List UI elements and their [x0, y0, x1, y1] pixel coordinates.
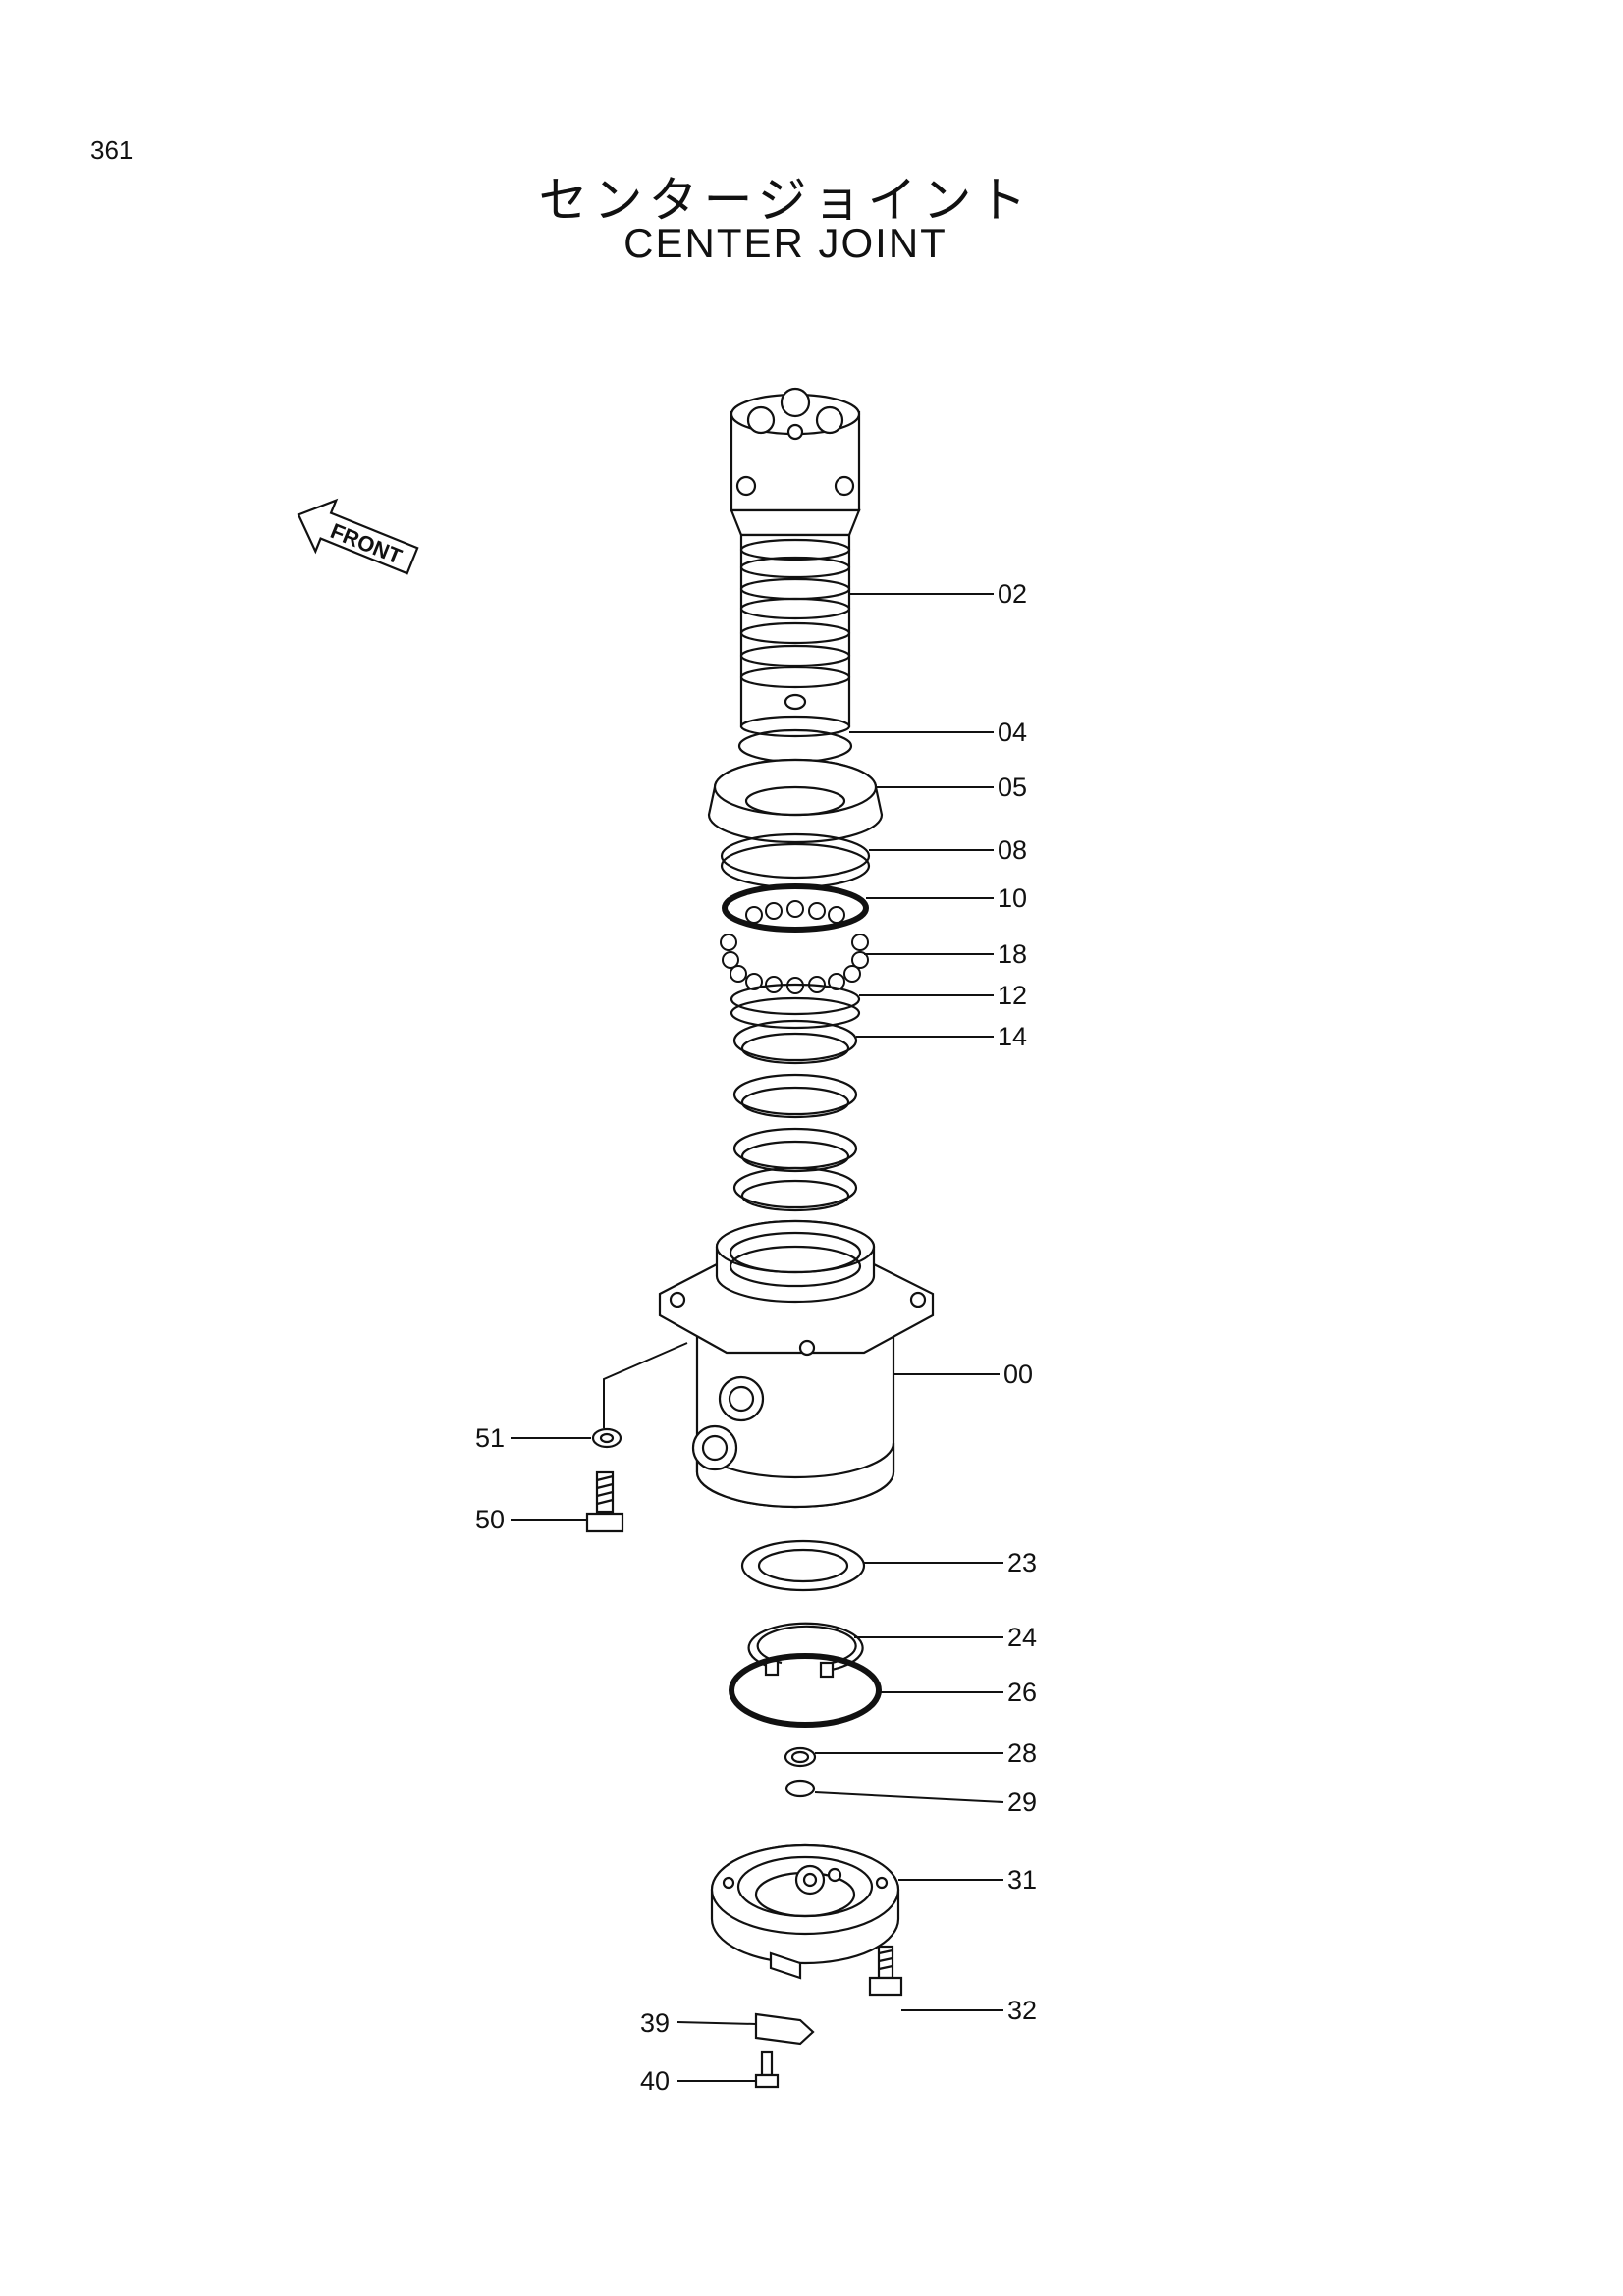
- callout-18: 18: [998, 939, 1027, 969]
- callout-08: 08: [998, 835, 1027, 865]
- callout-29: 29: [1007, 1788, 1037, 1817]
- o-ring-part-29: [784, 1779, 816, 1798]
- callout-26: 26: [1007, 1678, 1037, 1707]
- callout-24: 24: [1007, 1623, 1037, 1652]
- bolt-part-50: [585, 1470, 624, 1533]
- front-arrow-icon: FRONT: [297, 498, 419, 575]
- callout-12: 12: [998, 981, 1027, 1010]
- callout-05: 05: [998, 773, 1027, 802]
- o-ring-part-10: [722, 883, 869, 933]
- callout-10: 10: [998, 883, 1027, 913]
- callout-14: 14: [998, 1022, 1027, 1051]
- steel-balls-part-18: [720, 900, 869, 994]
- snap-ring-part-24: [747, 1622, 864, 1679]
- callout-04: 04: [998, 718, 1027, 747]
- screw-part-40: [754, 2050, 780, 2089]
- title-english: CENTER JOINT: [623, 220, 947, 266]
- callout-39: 39: [640, 2008, 670, 2038]
- callout-labels: 02 04 05 08 10 18 12 14 00 51 50 23 24 2…: [475, 579, 1037, 2096]
- callout-32: 32: [1007, 1996, 1037, 2025]
- callout-28: 28: [1007, 1738, 1037, 1768]
- spindle-part-02: [730, 387, 861, 738]
- plate-part-39: [754, 2012, 815, 2046]
- seal-plate-part-05: [707, 758, 884, 844]
- ring-part-12: [730, 983, 861, 1030]
- seal-part-28: [784, 1746, 817, 1768]
- callout-23: 23: [1007, 1548, 1037, 1577]
- callout-02: 02: [998, 579, 1027, 609]
- front-label: FRONT: [327, 518, 406, 569]
- title-japanese: センタージョイント: [538, 172, 1033, 229]
- leader-lines: [511, 593, 1004, 2082]
- page-number: 361: [90, 135, 134, 165]
- washer-part-51: [591, 1427, 622, 1449]
- bolt-part-32: [868, 1945, 903, 1997]
- cover-part-31: [710, 1843, 900, 1980]
- body-part-00: [658, 1219, 935, 1509]
- callout-50: 50: [475, 1505, 505, 1534]
- callout-40: 40: [640, 2066, 670, 2096]
- callout-00: 00: [1003, 1360, 1033, 1389]
- o-ring-part-26: [729, 1653, 882, 1728]
- seal-rings-part-14: [732, 1019, 858, 1212]
- callout-31: 31: [1007, 1865, 1037, 1895]
- callout-51: 51: [475, 1423, 505, 1453]
- ring-part-23: [740, 1539, 866, 1592]
